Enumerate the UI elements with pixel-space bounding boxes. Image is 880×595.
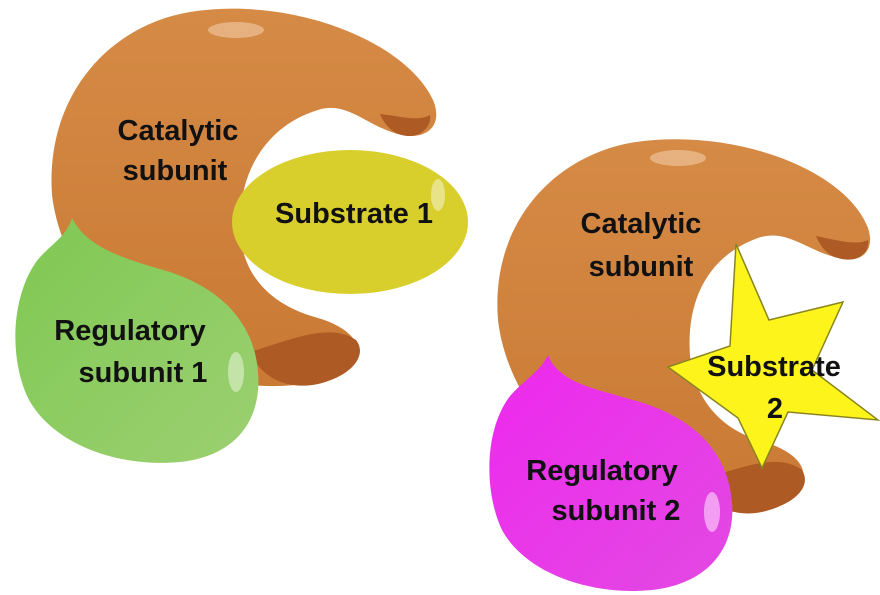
catalytic-subunit-1-upper-shadow — [380, 114, 431, 137]
catalytic-subunit-1-label-line2: subunit — [123, 155, 228, 187]
regulatory-subunit-1: Regulatory subunit 1 — [15, 218, 259, 463]
regulatory-subunit-2-label-line1: Regulatory — [526, 455, 677, 487]
enzyme-complex-1: Catalytic subunit Substrate 1 Regulatory… — [15, 8, 468, 463]
catalytic-subunit-2-label-line2: subunit — [589, 251, 694, 283]
substrate-1-shape — [232, 150, 468, 294]
catalytic-subunit-1-highlight — [208, 22, 264, 38]
regulatory-subunit-1-shape — [15, 218, 259, 463]
substrate-1: Substrate 1 — [232, 150, 468, 294]
substrate-1-label: Substrate 1 — [275, 198, 433, 230]
substrate-2-label-line1: Substrate — [707, 351, 841, 383]
regulatory-subunit-2: Regulatory subunit 2 — [489, 355, 733, 591]
substrate-1-highlight — [431, 179, 445, 211]
catalytic-subunit-1-label-line1: Catalytic — [118, 115, 239, 147]
substrate-2-shape — [666, 243, 880, 470]
substrate-2-label-line2: 2 — [767, 393, 783, 425]
regulatory-subunit-1-highlight — [228, 352, 244, 392]
catalytic-subunit-2-label-line1: Catalytic — [581, 208, 702, 240]
catalytic-subunit-1-lower-shadow — [250, 332, 360, 386]
regulatory-subunit-1-label-line2: subunit 1 — [79, 357, 208, 389]
regulatory-subunit-2-shape — [489, 355, 733, 591]
catalytic-subunit-2-upper-shadow — [816, 236, 869, 260]
regulatory-subunit-2-label-line2: subunit 2 — [552, 495, 681, 527]
enzyme-complex-2: Catalytic subunit Regulatory subunit 2 S… — [489, 139, 880, 591]
substrate-2: Substrate 2 — [666, 243, 880, 470]
catalytic-subunit-2-highlight — [650, 150, 706, 166]
regulatory-subunit-1-label-line1: Regulatory — [54, 315, 205, 347]
regulatory-subunit-2-highlight — [704, 492, 720, 532]
